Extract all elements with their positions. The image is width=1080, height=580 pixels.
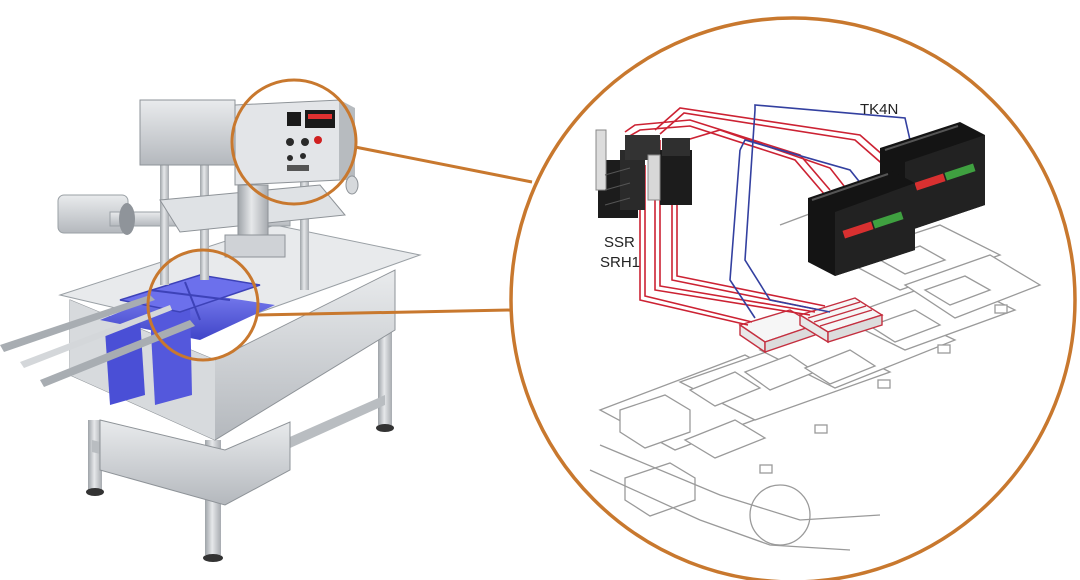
relay-fin <box>604 167 631 176</box>
machine-illustration <box>0 99 422 562</box>
heater-plate-side <box>827 314 883 343</box>
controller-display <box>914 173 946 191</box>
controller-face <box>835 183 915 276</box>
wire-blue <box>754 104 911 141</box>
wire-blue <box>744 109 831 313</box>
machine-leg <box>88 420 102 490</box>
detail-view: TK4N SSR SRH1 <box>589 101 1042 551</box>
callout-connector <box>354 145 533 184</box>
relay-label-plate <box>647 154 661 201</box>
control-knob <box>300 153 306 159</box>
sprocket <box>749 484 811 546</box>
tray-side <box>150 302 192 405</box>
machine-foot <box>203 554 223 562</box>
roller <box>345 175 359 195</box>
conveyor-clip <box>814 424 828 434</box>
machine-leg <box>378 330 392 425</box>
callout-connector <box>256 308 513 317</box>
relay-bracket <box>595 129 607 191</box>
label-tk4n: TK4N <box>860 101 898 118</box>
callout-circle-control <box>230 78 358 206</box>
tray-side <box>105 318 145 405</box>
tk4n-controllers <box>808 122 985 276</box>
tray-well <box>803 349 877 385</box>
control-knob <box>301 138 309 146</box>
relay-fin <box>604 197 631 206</box>
guide-rail <box>0 295 155 352</box>
seal-block <box>224 234 286 258</box>
conveyor-clip <box>877 379 891 389</box>
tray-divider <box>184 281 201 321</box>
wire-blue <box>729 149 756 319</box>
label-srh1: SRH1 <box>600 254 640 271</box>
controller-display <box>842 221 874 239</box>
machine-foot <box>86 488 104 496</box>
wire-red <box>627 125 826 196</box>
controller-face <box>905 135 985 232</box>
control-display <box>287 112 301 126</box>
tray-well <box>688 371 762 407</box>
conveyor-clip <box>759 464 773 474</box>
relay-top <box>662 138 690 156</box>
stop-button <box>314 136 322 144</box>
tray-well <box>923 275 992 306</box>
tray-well <box>868 309 942 343</box>
heater-element <box>813 305 867 323</box>
control-knob <box>287 155 293 161</box>
label-ssr: SSR <box>604 234 635 251</box>
guide-rail <box>40 320 195 387</box>
seal-cylinder <box>237 184 269 241</box>
tray-conveyor <box>589 209 1042 551</box>
guide-rail <box>20 305 172 368</box>
wire-red <box>624 119 831 191</box>
head-housing <box>139 99 236 166</box>
chain-track <box>589 469 851 551</box>
machine-foot <box>376 424 394 432</box>
relay-fin <box>604 182 631 191</box>
heater-element <box>807 301 861 319</box>
heater-plates <box>738 297 884 354</box>
loose-tray <box>624 462 696 517</box>
controller-display <box>872 211 904 229</box>
column <box>300 170 309 290</box>
chain-track <box>599 444 881 521</box>
controller-display <box>944 163 976 181</box>
control-knob <box>286 138 294 146</box>
conveyor-clip <box>994 304 1008 314</box>
column <box>160 165 169 285</box>
conveyor-clip <box>937 344 951 354</box>
callout-circle-heater <box>146 248 260 362</box>
display-digits <box>308 114 332 119</box>
heater-element <box>819 309 873 327</box>
heater-plate-side <box>764 324 816 353</box>
controller-terminals <box>811 125 959 201</box>
drawer-box <box>99 419 291 506</box>
loose-tray <box>619 394 691 449</box>
ssr-relays <box>595 129 692 218</box>
tray-well <box>683 419 767 459</box>
wire-red <box>659 112 896 176</box>
relay-unit <box>660 150 692 205</box>
control-switch <box>287 165 309 171</box>
film-roll-end <box>119 203 135 235</box>
